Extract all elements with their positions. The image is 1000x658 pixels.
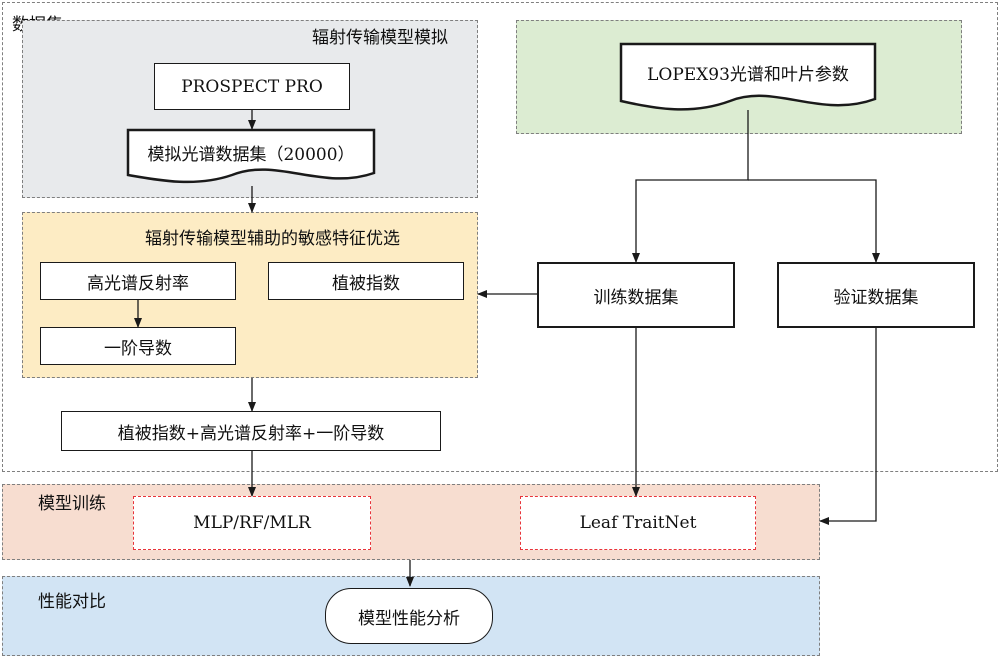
lopex93-document: LOPEX93光谱和叶片参数 (619, 42, 877, 113)
arrow-lopex-to-training (632, 110, 749, 263)
model-performance-analysis-box: 模型性能分析 (325, 588, 493, 644)
leaf-traitnet-box: Leaf TraitNet (520, 496, 756, 550)
simulated-spectra-document: 模拟光谱数据集（20000） (126, 128, 376, 185)
combined-features-box: 植被指数+高光谱反射率+一阶导数 (61, 411, 441, 451)
feature-selection-label: 辐射传输模型辅助的敏感特征优选 (145, 229, 400, 249)
vegetation-index-box: 植被指数 (268, 262, 464, 300)
hyperspectral-reflectance-box: 高光谱反射率 (40, 262, 236, 300)
simulated-spectra-label: 模拟光谱数据集（20000） (147, 144, 355, 165)
validation-dataset-box: 验证数据集 (777, 262, 975, 328)
performance-comparison-label: 性能对比 (38, 592, 106, 612)
mlp-rf-mlr-box: MLP/RF/MLR (133, 496, 371, 550)
arrow-lopex-to-validation (748, 179, 880, 263)
arrow-validation-to-training (819, 328, 877, 525)
rtm-simulation-label: 辐射传输模型模拟 (312, 28, 448, 48)
lopex93-label: LOPEX93光谱和叶片参数 (647, 64, 849, 85)
model-training-label: 模型训练 (38, 494, 106, 514)
training-dataset-box: 训练数据集 (537, 262, 735, 328)
prospect-pro-box: PROSPECT PRO (154, 63, 350, 110)
document-shape-icon (619, 42, 877, 111)
document-shape-icon (126, 128, 376, 184)
